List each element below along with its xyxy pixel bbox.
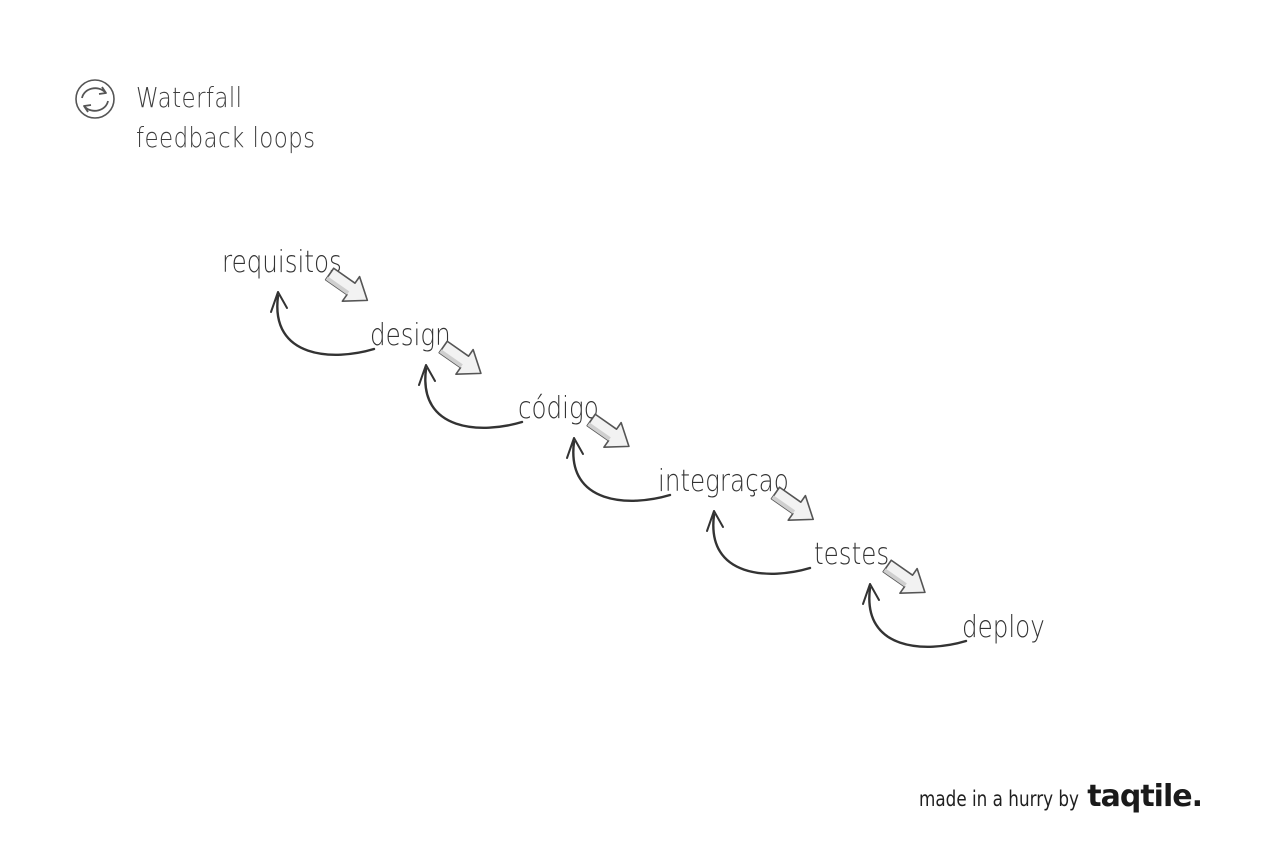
stage-label-3: integraçao: [658, 465, 789, 499]
footer-text: made in a hurry by: [919, 787, 1080, 811]
feedback-arrow-4: [862, 583, 968, 648]
forward-arrow-4: [882, 559, 926, 595]
feedback-arrow-2: [566, 437, 672, 502]
footer-credit: made in a hurry by taqtile.: [879, 779, 1203, 814]
title-line-2: feedback loops: [136, 121, 316, 154]
title-line-1: Waterfall: [136, 81, 243, 114]
stage-label-1: design: [370, 319, 451, 353]
feedback-arrow-0: [270, 291, 376, 356]
forward-arrow-1: [438, 340, 482, 376]
stage-label-2: código: [518, 392, 599, 426]
feedback-arrow-3: [706, 510, 812, 575]
page-title: Waterfall feedback loops: [136, 78, 316, 158]
stage-label-4: testes: [814, 538, 889, 572]
forward-arrow-0: [324, 267, 369, 303]
refresh-loop-icon: [75, 79, 115, 119]
stage-label-0: requisitos: [222, 246, 342, 280]
forward-arrow-3: [770, 486, 815, 522]
feedback-arrow-1: [418, 364, 524, 429]
brand-logo: taqtile.: [1087, 779, 1203, 814]
forward-arrow-2: [586, 413, 630, 449]
stage-label-5: deploy: [962, 611, 1045, 645]
